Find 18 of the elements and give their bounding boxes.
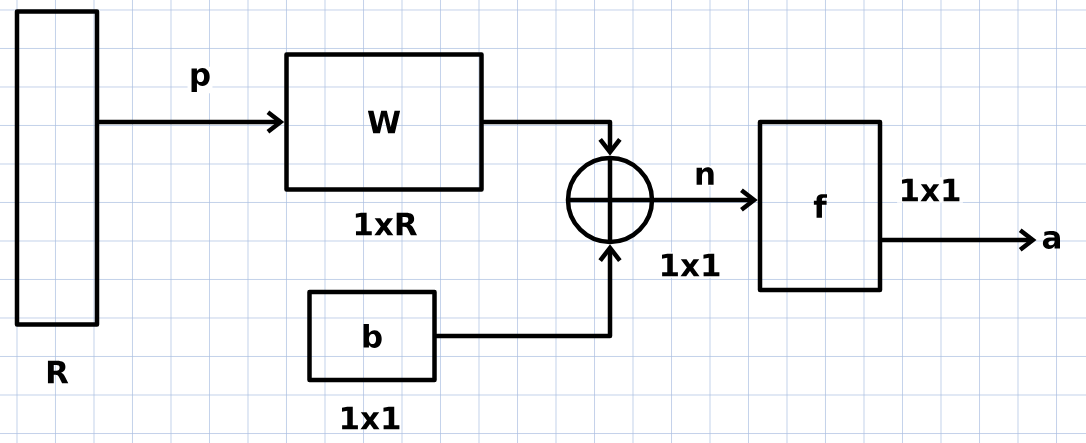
arrow	[652, 188, 758, 212]
dimension-label: 1x1	[342, 406, 400, 430]
edge-label: 1x1	[897, 177, 963, 203]
input-bar	[14, 9, 100, 327]
arrow	[481, 119, 622, 156]
summing-junction	[565, 155, 655, 245]
arrow	[880, 228, 1037, 252]
dimension-label: 1x1	[657, 252, 723, 278]
output-label: a	[1042, 231, 1060, 249]
edge-label: p	[187, 66, 213, 94]
block-box: b	[307, 289, 437, 383]
arrow	[434, 244, 622, 339]
dimension-label: 1xR	[355, 212, 418, 236]
block-box: W	[284, 52, 484, 192]
dimension-label: R	[47, 360, 69, 384]
edge-label: n	[692, 165, 718, 187]
arrow	[97, 110, 285, 134]
block-box: f	[757, 119, 883, 293]
